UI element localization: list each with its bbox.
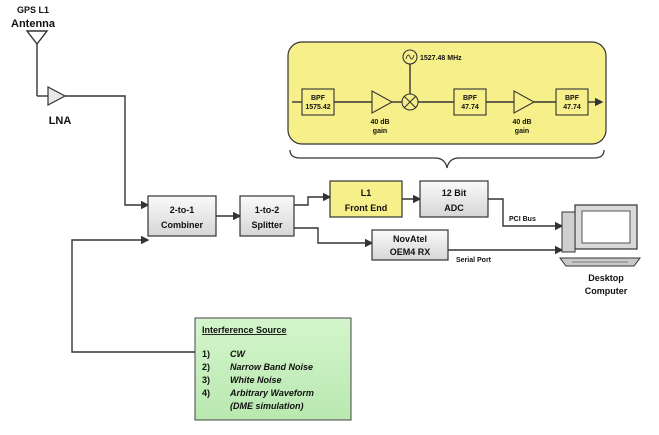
interference-list: 1) CW 2) Narrow Band Noise 3) White Nois… [202,349,314,411]
pci-bus-label: PCI Bus [509,216,536,223]
interference-item-1-label: CW [230,349,246,359]
detail-bpf-1-line1: BPF [311,95,326,102]
receiver-label-line2: OEM4 RX [390,247,431,257]
desktop-computer: Desktop Computer [559,204,641,296]
detail-amp-2-line1: 40 dB [512,119,531,126]
antenna: GPS L1 Antenna [11,5,56,58]
lna: LNA [36,58,150,210]
detail-amp-2-line2: gain [515,128,529,135]
detail-bpf-2 [453,88,487,116]
computer-label-line2: Computer [585,286,628,296]
adc-label-line2: ADC [444,203,464,213]
serial-port-label: Serial Port [456,257,492,264]
splitter-label-line2: Splitter [251,220,283,230]
antenna-icon [25,30,49,46]
splitter-label-line1: 1-to-2 [255,205,280,215]
combiner-label-line2: Combiner [161,220,204,230]
detail-amp-1-icon [371,90,394,114]
detail-lo-label: 1527.48 MHz [420,55,462,62]
interference-item-4-num: 4) [202,388,210,398]
adc-label-line1: 12 Bit [442,188,467,198]
computer-icon [559,204,641,267]
interference-item-2-label: Narrow Band Noise [230,362,313,372]
detail-amp-1-line1: 40 dB [370,119,389,126]
detail-bpf-2-line2: 47.74 [461,104,479,111]
detail-bpf-1 [301,88,335,116]
combiner-label-line1: 2-to-1 [170,205,195,215]
receiver-label-line1: NovAtel [393,234,427,244]
detail-amp-1-line2: gain [373,128,387,135]
detail-bpf-3-line1: BPF [565,95,580,102]
interference-item-4-label: Arbitrary Waveform [229,388,314,398]
detail-brace [289,149,605,169]
detail-bpf-3 [555,88,589,116]
splitter: 1-to-2 Splitter [239,195,295,237]
adc: 12 Bit ADC [419,180,489,218]
lna-amplifier-icon [47,86,67,106]
front-end-detail: BPF 1575.42 40 dB gain 1527.48 MHz BPF 4… [287,41,607,145]
interference-source: Interference Source 1) CW 2) Narrow Band… [71,235,352,421]
detail-bpf-3-line2: 47.74 [563,104,581,111]
front-end-label-line1: L1 [361,188,372,198]
front-end-label-line2: Front End [345,203,388,213]
computer-label-line1: Desktop [588,273,624,283]
interference-item-3-num: 3) [202,375,210,385]
detail-amp-2-icon [513,90,536,114]
detail-bpf-1-line2: 1575.42 [305,104,330,111]
interference-item-2-num: 2) [202,362,210,372]
front-end: L1 Front End [329,180,403,218]
interference-item-1-num: 1) [202,349,210,359]
combiner: 2-to-1 Combiner [147,195,217,237]
interference-note: (DME simulation) [230,401,304,411]
interference-item-3-label: White Noise [230,375,282,385]
antenna-label-line1: GPS L1 [17,5,49,15]
interference-title: Interference Source [202,325,287,335]
detail-bpf-2-line1: BPF [463,95,478,102]
lna-label: LNA [49,115,72,127]
antenna-label-line2: Antenna [11,18,56,30]
novatel-receiver: NovAtel OEM4 RX [371,229,449,261]
